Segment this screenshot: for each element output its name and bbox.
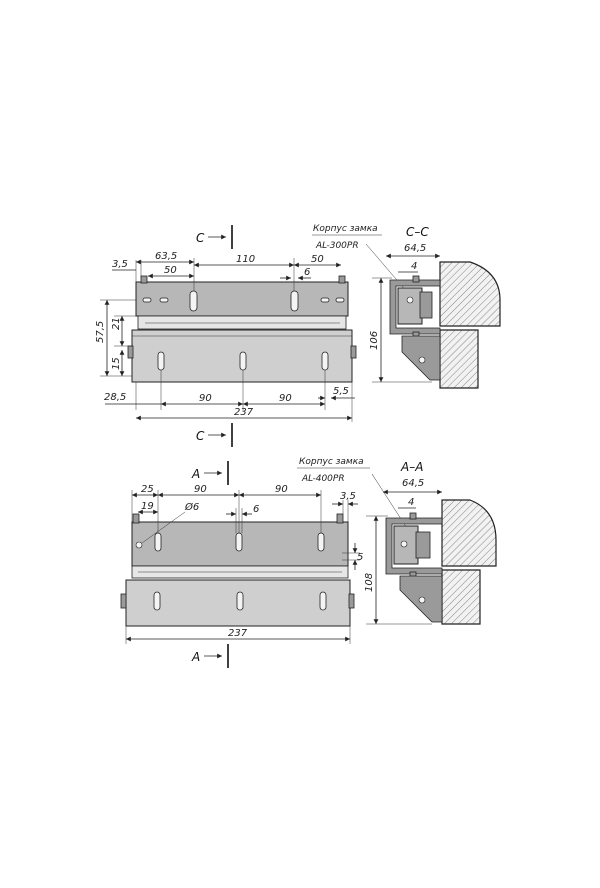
wall-section-aa-lower — [441, 569, 481, 625]
section-arrow-c-top: C — [196, 225, 233, 249]
dim-90-right: 90 — [279, 393, 292, 404]
dim-90-left-a: 90 — [194, 484, 207, 495]
dim-21: 21 — [111, 317, 122, 330]
section-arrow-c-bottom: C — [196, 423, 233, 447]
section-arrow-a-top: A — [191, 461, 229, 485]
dim-237-bottom: 237 — [228, 628, 248, 639]
dim-50-left: 50 — [164, 265, 177, 276]
section-letter-a-bottom: A — [191, 650, 200, 664]
dim-3-5-a: 3,5 — [340, 491, 356, 502]
dim-dia6: Ø6 — [184, 501, 199, 513]
dim-64-5-cc: 64,5 — [404, 243, 426, 254]
section-cc-view: C–C Корпус замка AL-300PR 64,5 4 106 — [312, 224, 501, 389]
top-view: C 3,5 63,5 50 — [95, 225, 357, 447]
dim-63-5: 63,5 — [155, 251, 177, 262]
dim-4-aa: 4 — [408, 497, 414, 508]
wall-section-cc-lower — [439, 329, 479, 389]
section-aa-view: A–A Корпус замка AL-400PR 64,5 4 108 — [297, 457, 497, 625]
dim-237-top: 237 — [234, 407, 254, 418]
section-aa-title: A–A — [400, 460, 423, 474]
dim-4-cc: 4 — [411, 261, 417, 272]
lock-body-a — [125, 579, 351, 627]
housing-label-aa: Корпус замка — [299, 457, 364, 467]
dim-110: 110 — [236, 254, 255, 265]
section-letter-c-top: C — [196, 231, 205, 245]
wall-section-cc-upper — [439, 261, 501, 327]
dim-108-aa: 108 — [364, 573, 375, 592]
model-cc: AL-300PR — [315, 241, 359, 251]
housing-label-cc: Корпус замка — [313, 224, 378, 234]
dim-6: 6 — [304, 267, 310, 278]
section-arrow-a-bottom: A — [191, 644, 229, 668]
dim-5-5: 5,5 — [333, 386, 349, 397]
dim-15: 15 — [111, 357, 122, 370]
dim-50-right: 50 — [311, 254, 324, 265]
upper-mounting-plate — [135, 281, 349, 317]
dim-106-cc: 106 — [369, 331, 380, 350]
dim-3-5: 3,5 — [112, 259, 128, 270]
dim-90-right-a: 90 — [275, 484, 288, 495]
dim-28-5: 28,5 — [104, 392, 126, 403]
section-cc-title: C–C — [406, 225, 429, 239]
wall-section-aa-upper — [441, 499, 497, 567]
dim-64-5-aa: 64,5 — [402, 478, 424, 489]
dim-19: 19 — [141, 501, 154, 512]
section-letter-c-bottom: C — [196, 429, 205, 443]
dim-5-a: 5 — [357, 552, 363, 563]
bottom-view: A 25 90 90 19 Ø6 — [120, 461, 363, 668]
dim-57-5: 57,5 — [95, 321, 106, 343]
model-aa: AL-400PR — [301, 474, 345, 484]
dim-25: 25 — [141, 484, 154, 495]
dim-90-left: 90 — [199, 393, 212, 404]
dim-6-a: 6 — [253, 504, 259, 515]
section-letter-a-top: A — [191, 467, 200, 481]
